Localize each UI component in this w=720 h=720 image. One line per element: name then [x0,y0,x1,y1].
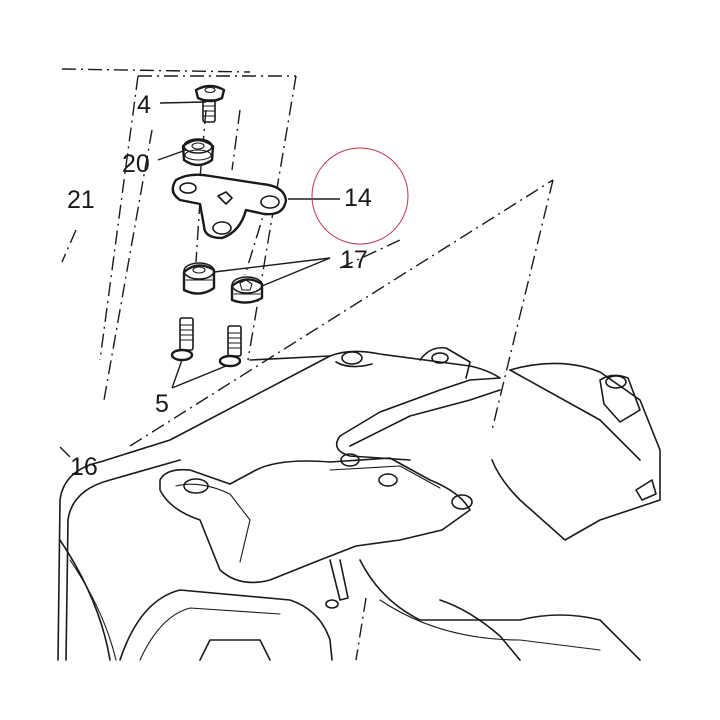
callout-17: 17 [340,246,368,274]
callout-21: 21 [67,186,95,214]
callout-5: 5 [155,390,169,418]
callout-16: 16 [70,453,98,481]
callout-20: 20 [122,150,150,178]
part-14-mounting-plate [171,173,288,240]
part-5-bolt-right [218,325,242,368]
part-4-screw [194,84,226,123]
part-5-bolt-left [170,317,194,362]
leader-lines [157,101,340,389]
main-body-assembly [57,346,661,661]
part-17-nut-left [182,262,216,295]
dash-dot-frame [59,68,554,661]
part-17-nut-right [230,276,264,304]
callout-14: 14 [344,184,372,212]
highlight-circle-14 [311,147,409,245]
callout-4: 4 [137,91,151,119]
part-20-grommet [181,138,215,167]
